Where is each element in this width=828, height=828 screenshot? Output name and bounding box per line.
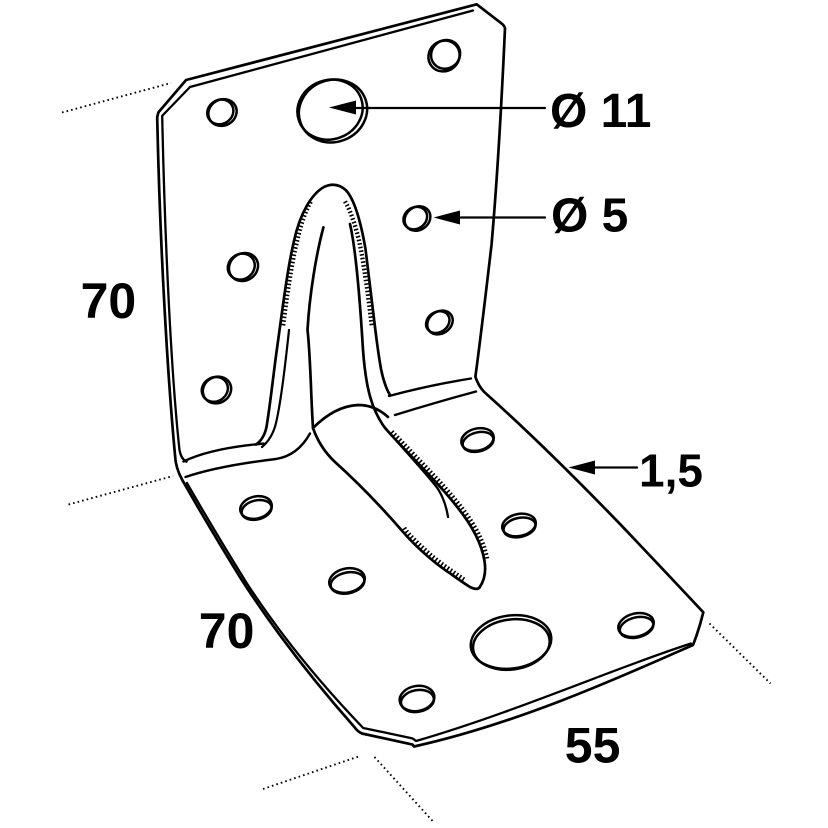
svg-text:70: 70 [199, 603, 255, 659]
svg-text:Ø 11: Ø 11 [550, 85, 651, 138]
svg-text:55: 55 [565, 718, 621, 774]
svg-text:70: 70 [81, 273, 137, 329]
svg-text:1,5: 1,5 [639, 445, 703, 497]
svg-text:Ø 5: Ø 5 [551, 190, 628, 243]
